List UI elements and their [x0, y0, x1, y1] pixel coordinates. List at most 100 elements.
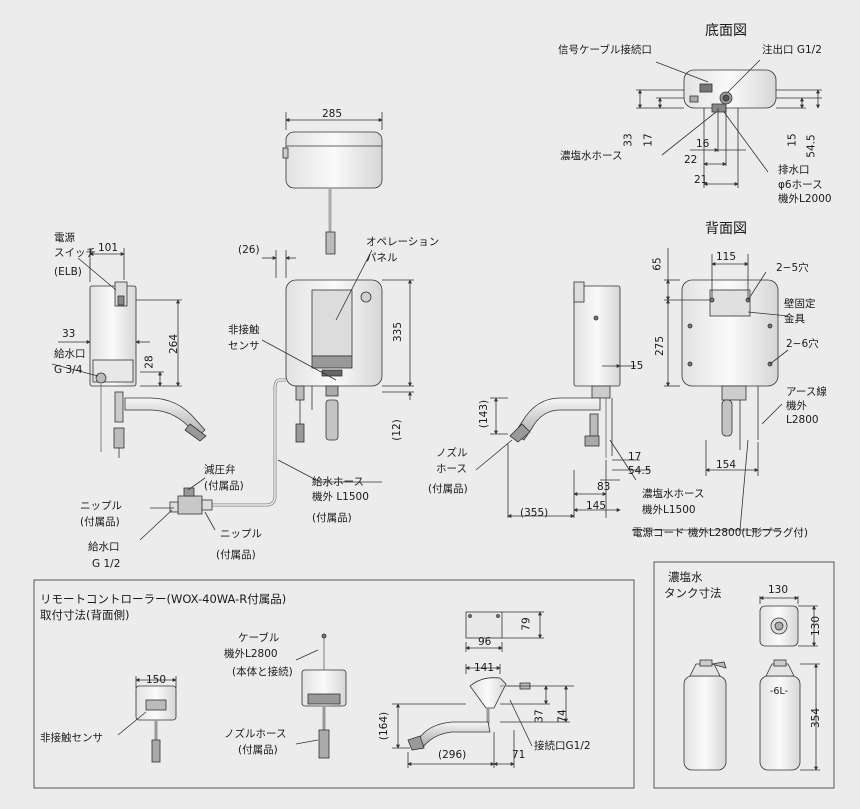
- drain-label: 排水口: [778, 164, 810, 176]
- supply-hose-label-2: 機外 L1500: [312, 491, 369, 503]
- dim-101: 101: [98, 242, 119, 254]
- cable-label-2: 機外L2800: [224, 648, 278, 660]
- supply-hose-accessory: (付属品): [312, 512, 352, 524]
- dim-33-left: 33: [62, 328, 76, 340]
- earth-label-3: L2800: [786, 414, 819, 426]
- dim-71: 71: [512, 749, 526, 761]
- nozzle-hose-remote-accessory: (付属品): [238, 744, 278, 756]
- water-inlet-label-1: 給水口: [54, 348, 86, 360]
- hose-label-1: φ6ホース: [778, 179, 823, 191]
- nozzle-hose-remote-label: ノズルホース: [224, 728, 287, 740]
- dim-275: 275: [654, 335, 667, 357]
- sensor-label-1: 非接触: [228, 324, 260, 336]
- bottom-view-title: 底面図: [705, 23, 747, 39]
- dim-17: 17: [642, 133, 655, 147]
- dim-54-5-right: 54.5: [628, 465, 652, 477]
- dim-54-5: 54.5: [805, 134, 818, 158]
- dim-264: 264: [168, 333, 181, 355]
- remote-panel: [33, 579, 635, 789]
- power-switch-label-2: スイッチ: [54, 247, 96, 259]
- dim-83: 83: [597, 481, 611, 493]
- brine-hose-label: 濃塩水ホース: [560, 150, 623, 162]
- supply-port-label-2: G 1/2: [92, 558, 121, 570]
- cable-label-3: (本体と接続): [232, 666, 293, 678]
- sensor-label-2: センサ: [228, 340, 260, 352]
- dim-79: 79: [520, 617, 533, 631]
- wall-fix-label-2: 金具: [784, 313, 805, 325]
- dim-355: (355): [520, 507, 549, 519]
- dim-150: 150: [146, 674, 167, 686]
- tank-title-2: タンク寸法: [664, 586, 722, 600]
- sensor-remote-label: 非接触センサ: [40, 732, 103, 744]
- dim-154: 154: [716, 459, 737, 471]
- nozzle-hose-label-2: ホース: [436, 463, 467, 475]
- supply-hose-label-1: 給水ホース: [312, 476, 364, 488]
- spout-label: 注出口 G1/2: [762, 44, 822, 56]
- operation-panel-label-2: パネル: [366, 252, 398, 264]
- dim-130-top: 130: [768, 584, 789, 596]
- dim-16: 16: [696, 138, 710, 150]
- brine-hose-right-label-2: 機外L1500: [642, 504, 696, 516]
- dim-335: 335: [392, 321, 405, 343]
- front-view: [139, 112, 414, 541]
- dim-285: 285: [322, 108, 343, 120]
- nozzle-hose-accessory: (付属品): [428, 483, 468, 495]
- left-side-view: [51, 248, 207, 458]
- earth-label-2: 機外: [786, 400, 807, 412]
- dim-12: (12): [390, 419, 403, 441]
- hose-label-2: 機外L2000: [778, 193, 832, 205]
- bottom-view: [636, 59, 822, 188]
- nipple-accessory-left: (付属品): [80, 516, 120, 528]
- reducing-valve-accessory: (付属品): [204, 480, 244, 492]
- dim-37: 37: [533, 709, 546, 723]
- holes-5-label: 2−5穴: [776, 262, 809, 274]
- power-switch-label-3: (ELB): [54, 266, 82, 278]
- dim-21: 21: [694, 174, 708, 186]
- nipple-accessory-right: (付属品): [216, 549, 256, 561]
- dim-145: 145: [586, 500, 607, 512]
- power-switch-label-1: 電源: [54, 232, 75, 244]
- tank-capacity-label: -6L-: [770, 686, 789, 697]
- dim-164: (164): [378, 711, 391, 741]
- dim-296: (296): [438, 749, 467, 761]
- reducing-valve-label: 減圧弁: [204, 464, 236, 476]
- signal-cable-port-label: 信号ケーブル接続口: [558, 44, 652, 56]
- operation-panel-label-1: オペレーション: [366, 236, 440, 248]
- dim-15: 15: [786, 133, 799, 147]
- dim-33: 33: [622, 133, 635, 147]
- nozzle-hose-label-1: ノズル: [436, 447, 468, 459]
- right-side-view: [475, 281, 780, 531]
- dim-354: 354: [810, 707, 823, 729]
- back-view-title: 背面図: [705, 221, 747, 237]
- wall-fix-label-1: 壁固定: [784, 298, 816, 310]
- dim-130-side: 130: [810, 615, 823, 637]
- remote-title-1: リモートコントローラー(WOX-40WA-R付属品): [40, 592, 287, 606]
- power-cord-label: 電源コード 機外L2800(L形プラグ付): [632, 527, 808, 539]
- back-view: [664, 248, 789, 476]
- supply-port-label-1: 給水口: [88, 541, 120, 553]
- nipple-label-right: ニップル: [220, 528, 262, 540]
- dim-96: 96: [478, 636, 492, 648]
- dim-143: (143): [478, 399, 491, 429]
- holes-6-label: 2−6穴: [786, 338, 819, 350]
- dim-22: 22: [684, 154, 698, 166]
- cable-label-1: ケーブル: [238, 632, 280, 644]
- nipple-label-left: ニップル: [80, 500, 122, 512]
- dim-17-right: 17: [628, 451, 642, 463]
- connection-label: 接続口G1/2: [534, 740, 591, 752]
- dim-15-right: 15: [630, 360, 644, 372]
- dim-115: 115: [716, 251, 737, 263]
- dim-65: 65: [651, 257, 664, 271]
- water-inlet-label-2: G 3/4: [54, 364, 83, 376]
- earth-label-1: アース線: [786, 386, 827, 398]
- brine-hose-right-label-1: 濃塩水ホース: [642, 488, 705, 500]
- dim-28: 28: [143, 355, 156, 369]
- dim-74: 74: [556, 709, 569, 723]
- dim-141: 141: [474, 662, 495, 674]
- tank-panel: [653, 561, 835, 789]
- remote-title-2: 取付寸法(背面側): [40, 608, 130, 622]
- tank-title-1: 濃塩水: [668, 570, 703, 584]
- dim-26: (26): [238, 244, 260, 256]
